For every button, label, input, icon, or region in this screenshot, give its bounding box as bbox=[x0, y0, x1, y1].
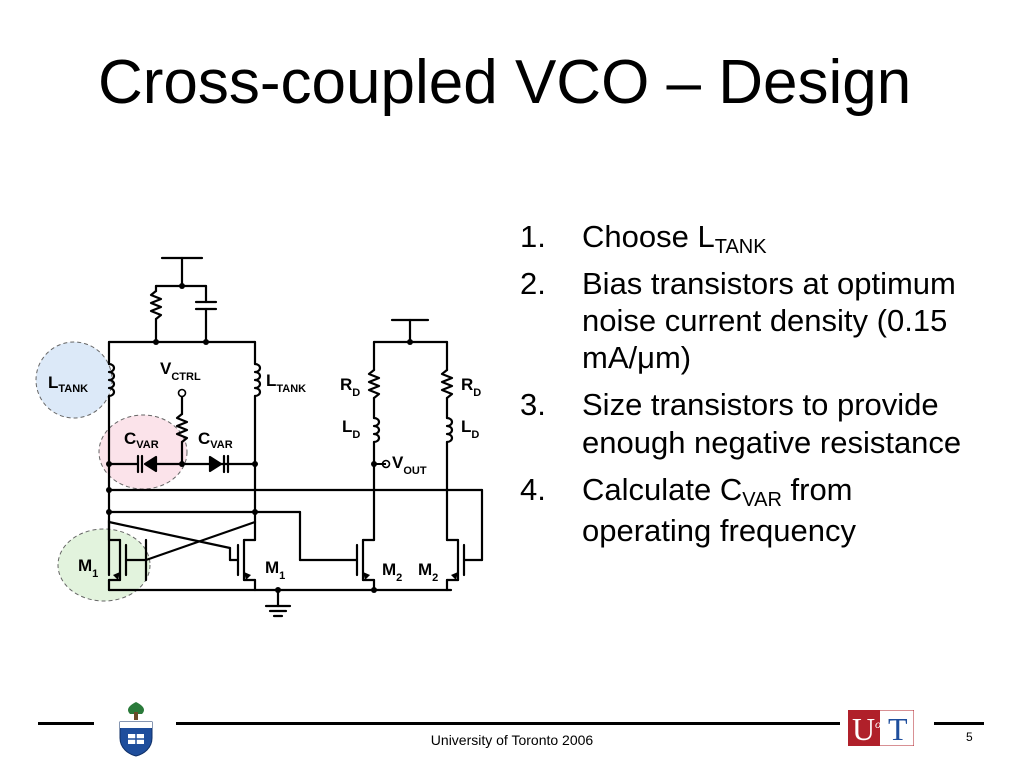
bias-resistor bbox=[149, 289, 163, 321]
label-v-out: VOUT bbox=[392, 453, 427, 477]
vctrl-resistor bbox=[175, 412, 189, 444]
label-m2-right: M2 bbox=[418, 560, 438, 584]
label-v-ctrl: VCTRL bbox=[160, 359, 201, 383]
vctrl-terminal bbox=[177, 388, 187, 398]
step-number: 4. bbox=[520, 471, 546, 507]
rd-right-resistor bbox=[440, 368, 454, 400]
step-text: Size transistors to provide enough negat… bbox=[582, 387, 962, 460]
label-m1-left: M1 bbox=[78, 556, 98, 580]
label-c-var-left: CVAR bbox=[124, 429, 159, 451]
label-l-tank-left: LTANK bbox=[48, 373, 88, 395]
svg-text:T: T bbox=[888, 711, 908, 746]
footer-rule-right bbox=[934, 722, 984, 725]
step-number: 2. bbox=[520, 266, 546, 301]
label-rd-right: RD bbox=[461, 375, 481, 399]
step-item: 4. Calculate CVAR from operating frequen… bbox=[520, 471, 990, 549]
label-l-tank-right: LTANK bbox=[266, 371, 306, 395]
university-crest-icon bbox=[119, 702, 153, 757]
svg-text:U: U bbox=[852, 711, 875, 746]
l-tank-left-inductor bbox=[107, 362, 116, 398]
c-var-right-varactor bbox=[208, 455, 223, 473]
footer-text: University of Toronto 2006 bbox=[430, 732, 594, 748]
ld-right-inductor bbox=[445, 416, 454, 444]
footer-rule-left bbox=[38, 722, 94, 725]
step-number: 1. bbox=[520, 219, 546, 254]
page-number: 5 bbox=[966, 730, 973, 744]
step-text: Bias transistors at optimum noise curren… bbox=[582, 266, 956, 376]
step-item: 2. Bias transistors at optimum noise cur… bbox=[520, 265, 990, 380]
step-item: 1. Choose LTANK bbox=[520, 218, 990, 259]
footer-rule-middle bbox=[176, 722, 840, 725]
ld-left-inductor bbox=[372, 416, 381, 444]
rd-left-resistor bbox=[367, 368, 381, 400]
slide-title: Cross-coupled VCO – Design bbox=[98, 48, 912, 117]
label-ld-right: LD bbox=[461, 417, 479, 441]
uoft-logo: U of T bbox=[848, 710, 914, 746]
label-m2-left: M2 bbox=[382, 560, 402, 584]
label-ld-left: LD bbox=[342, 417, 360, 441]
label-rd-left: RD bbox=[340, 375, 360, 399]
label-m1-right: M1 bbox=[265, 558, 285, 582]
design-steps-list: 1. Choose LTANK 2. Bias transistors at o… bbox=[520, 218, 990, 555]
step-item: 3. Size transistors to provide enough ne… bbox=[520, 386, 990, 464]
svg-text:of: of bbox=[875, 717, 886, 731]
step-text: Calculate CVAR from operating frequency bbox=[582, 471, 857, 548]
c-var-highlight bbox=[98, 414, 188, 490]
step-number: 3. bbox=[520, 387, 546, 423]
label-c-var-right: CVAR bbox=[198, 429, 233, 451]
l-tank-right-inductor bbox=[253, 362, 262, 398]
step-text: Choose LTANK bbox=[582, 219, 767, 258]
